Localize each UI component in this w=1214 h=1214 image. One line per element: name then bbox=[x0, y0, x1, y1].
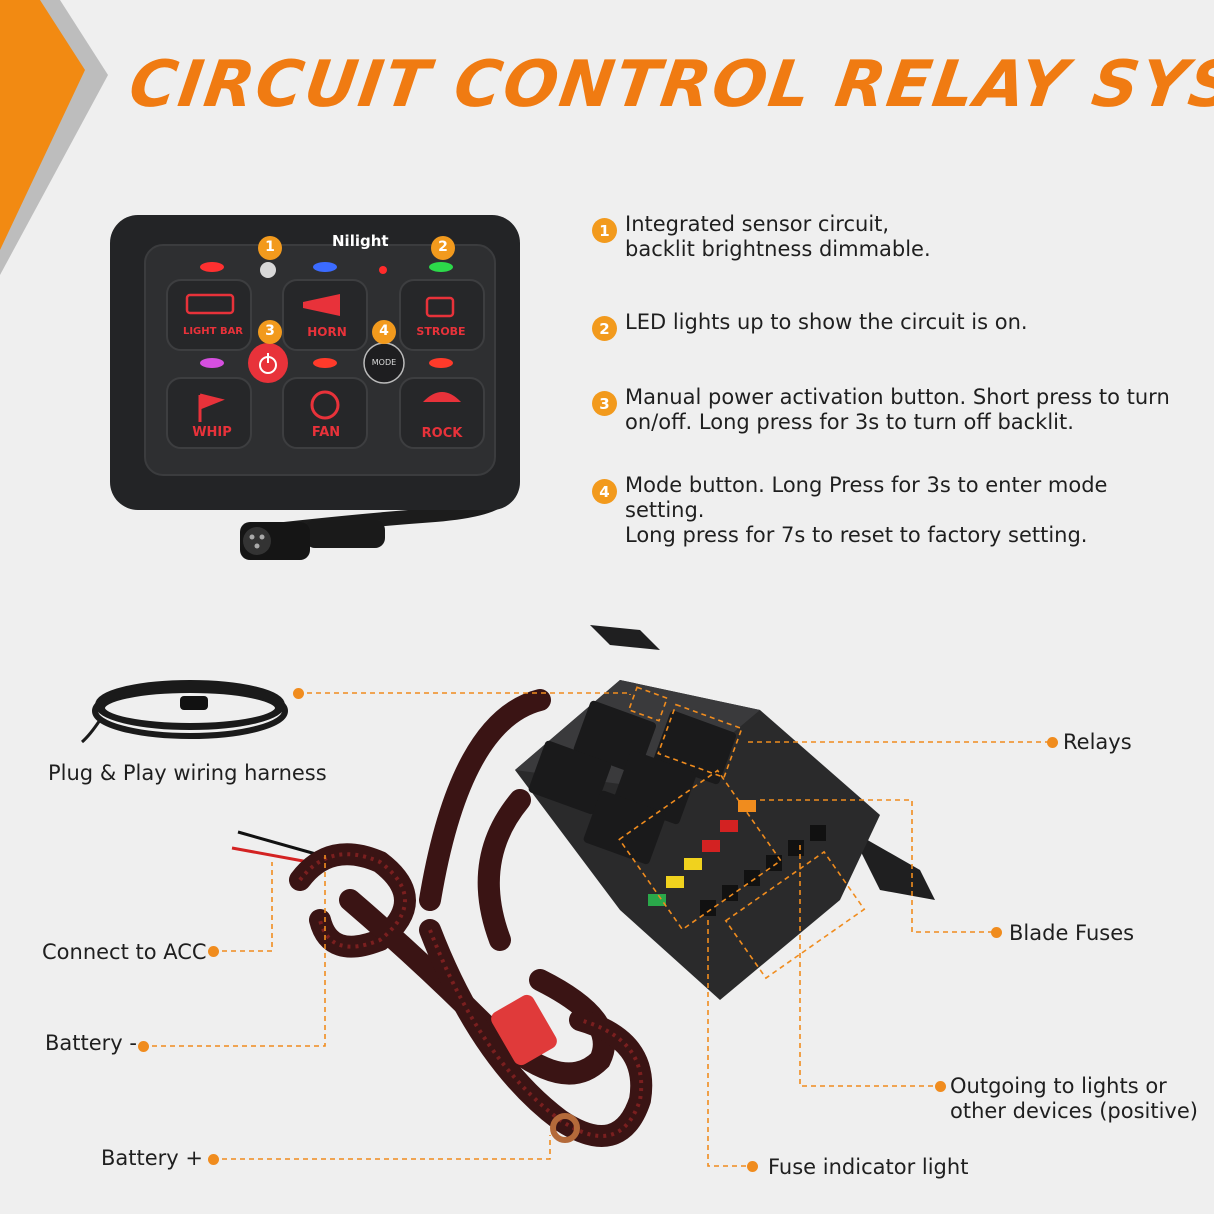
button-fan[interactable]: FAN bbox=[311, 425, 341, 440]
feature-3: 3 Manual power activation button. Short … bbox=[592, 385, 1192, 435]
callout-4: 4 bbox=[379, 323, 389, 339]
relay-system-illustration bbox=[80, 625, 1052, 1167]
label-acc: Connect to ACC bbox=[42, 940, 207, 964]
label-blade-fuses: Blade Fuses bbox=[1009, 921, 1135, 945]
callout-2: 2 bbox=[438, 239, 448, 255]
harness-dot bbox=[293, 688, 304, 699]
feature-number: 3 bbox=[592, 391, 617, 416]
button-strobe[interactable]: STROBE bbox=[416, 325, 466, 338]
corner-decoration bbox=[0, 0, 108, 275]
mode-button[interactable]: MODE bbox=[371, 358, 397, 367]
button-horn[interactable]: HORN bbox=[307, 325, 347, 339]
switch-panel bbox=[110, 215, 520, 560]
battery-pos-dot bbox=[208, 1154, 219, 1165]
button-light-bar[interactable]: LIGHT BAR bbox=[182, 326, 244, 337]
feature-number: 1 bbox=[592, 218, 617, 243]
label-relays: Relays bbox=[1063, 730, 1132, 754]
battery-neg-dot bbox=[138, 1041, 149, 1052]
label-battery-neg: Battery - bbox=[45, 1031, 137, 1055]
callout-3: 3 bbox=[265, 323, 275, 339]
relays-dot bbox=[1047, 737, 1058, 748]
label-harness: Plug & Play wiring harness bbox=[48, 761, 327, 785]
feature-4: 4 Mode button. Long Press for 3s to ente… bbox=[592, 473, 1192, 548]
feature-2: 2 LED lights up to show the circuit is o… bbox=[592, 310, 1192, 341]
blade-fuses-dot bbox=[991, 927, 1002, 938]
feature-number: 2 bbox=[592, 316, 617, 341]
acc-dot bbox=[208, 946, 219, 957]
feature-text: Mode button. Long Press for 3s to enter … bbox=[625, 473, 1108, 547]
button-whip[interactable]: WHIP bbox=[192, 425, 232, 440]
button-rock[interactable]: ROCK bbox=[421, 426, 463, 441]
feature-number: 4 bbox=[592, 479, 617, 504]
feature-text: Integrated sensor circuit, backlit brigh… bbox=[625, 212, 931, 261]
panel-brand: Nilight bbox=[332, 232, 389, 250]
feature-1: 1 Integrated sensor circuit, backlit bri… bbox=[592, 212, 1192, 262]
page-title: CIRCUIT CONTROL RELAY SYSTEM bbox=[124, 48, 1214, 122]
callout-1: 1 bbox=[265, 239, 275, 255]
feature-text: Manual power activation button. Short pr… bbox=[625, 385, 1170, 434]
outgoing-dot bbox=[935, 1081, 946, 1092]
label-battery-pos: Battery + bbox=[101, 1146, 203, 1170]
fuse-indicator-dot bbox=[747, 1161, 758, 1172]
label-fuse-indicator: Fuse indicator light bbox=[768, 1155, 969, 1179]
feature-text: LED lights up to show the circuit is on. bbox=[625, 310, 1028, 334]
label-outgoing: Outgoing to lights or other devices (pos… bbox=[950, 1074, 1198, 1123]
